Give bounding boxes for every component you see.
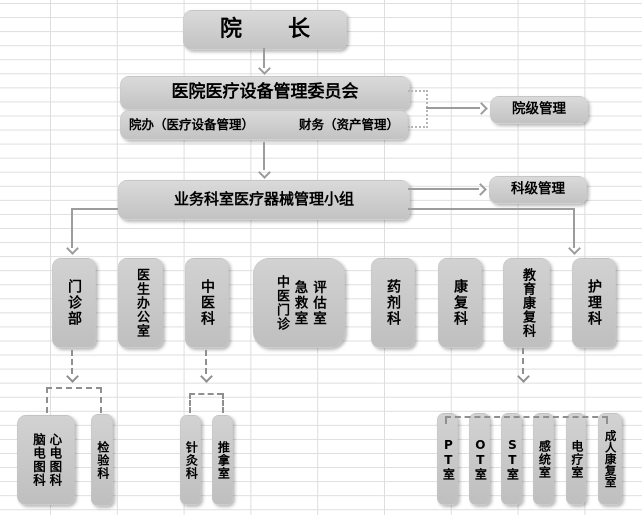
connector-group-dept-level (408, 188, 479, 190)
node-dept-level: 科级管理 (489, 176, 587, 204)
connector-edu-rehab-rail-left-stub (445, 416, 447, 424)
connector-group-left-elbow-v (71, 208, 73, 248)
connector-edu-rehab-children-h (445, 416, 608, 418)
node-tuina-label: 推拿室 (216, 440, 231, 480)
arrowhead-nursing (568, 242, 581, 255)
node-dept-edu-rehab: 教育康复科 (503, 258, 550, 348)
node-dept-nursing: 护理科 (572, 258, 616, 348)
node-dept-nursing-label: 护理科 (586, 279, 603, 327)
connector-tcm-child2-drop (222, 393, 224, 413)
node-committee-label: 医院医疗设备管理委员会 (171, 82, 359, 103)
connector-committee-bracket (408, 90, 428, 128)
node-pt-room-label: PT室 (441, 437, 456, 481)
node-adult-rehab-room-label: 成人康复室 (603, 430, 618, 488)
node-st-room: ST室 (501, 413, 522, 505)
node-adult-rehab-room: 成人康复室 (598, 413, 622, 505)
node-dept-edu-rehab-label: 教育康复科 (519, 268, 535, 338)
node-hospital-level: 院级管理 (490, 96, 588, 124)
node-eeg-ecg-group: 脑电图科 心电图科 (17, 415, 75, 505)
node-committee-sub-left-label: 院办（医疗设备管理） (129, 116, 255, 132)
node-committee-sub-right-label: 财务（资产管理） (298, 116, 399, 132)
node-electrotherapy-room: 电疗室 (566, 413, 586, 505)
node-director-label: 院 长 (220, 17, 310, 43)
node-dept-rehab-label: 康复科 (452, 279, 469, 327)
node-dept-pharmacy: 药剂科 (371, 258, 415, 348)
connector-edu-rehab-rail-right-stub (606, 416, 608, 424)
node-acupuncture: 针灸科 (180, 415, 201, 505)
connector-outpatient-children-v (71, 350, 73, 374)
connector-outpatient-children-h (46, 387, 102, 389)
node-acupuncture-label: 针灸科 (184, 440, 199, 480)
node-sensory-room-label: 感统室 (537, 439, 552, 479)
arrowhead-director-committee (258, 62, 271, 75)
node-dept-tcm-outpatient-group: 中医门诊 急救室 评估室 (253, 258, 345, 348)
connector-tcm-children-v (205, 350, 207, 374)
node-pt-room: PT室 (437, 413, 458, 505)
node-dept-doctor-office-label: 医生办公室 (133, 268, 149, 338)
node-st-room-label: ST室 (505, 437, 520, 481)
connector-group-right-elbow-v (573, 208, 575, 248)
node-dept-outpatient-label: 门诊部 (66, 279, 83, 327)
arrowhead-edu-rehab-children (517, 370, 530, 383)
node-dept-doctor-office: 医生办公室 (118, 258, 163, 348)
connector-director-committee (263, 48, 265, 68)
node-ot-room: OT室 (469, 413, 490, 505)
node-dept-level-label: 科级管理 (511, 181, 565, 198)
arrowhead-outpatient-children (66, 370, 79, 383)
node-assessment-room-label: 评估室 (309, 279, 326, 327)
connector-outpatient-child2-drop (100, 387, 102, 413)
node-emergency-room-label: 急救室 (291, 279, 308, 327)
node-dept-tcm: 中医科 (185, 258, 229, 348)
node-lab-label: 检验科 (95, 440, 110, 480)
node-tuina: 推拿室 (212, 415, 233, 505)
arrowhead-tcm-children (200, 370, 213, 383)
node-dept-rehab: 康复科 (438, 258, 482, 348)
arrowhead-hospital-level (475, 102, 488, 115)
node-group: 业务科室医疗器械管理小组 (118, 180, 410, 220)
connector-group-right-elbow-h (408, 208, 575, 210)
arrowhead-outpatient (66, 242, 79, 255)
connector-tcm-children-h (189, 393, 223, 395)
node-director: 院 长 (183, 10, 347, 50)
node-dept-outpatient: 门诊部 (52, 258, 96, 348)
connector-edu-rehab-children-v (522, 348, 524, 374)
node-committee-sub: 院办（医疗设备管理） 财务（资产管理） (120, 110, 408, 140)
arrowhead-dept-level (474, 183, 487, 196)
arrowhead-committee-group (258, 166, 271, 179)
node-group-label: 业务科室医疗器械管理小组 (173, 190, 354, 209)
node-committee: 医院医疗设备管理委员会 (120, 76, 410, 110)
node-dept-tcm-label: 中医科 (199, 279, 216, 327)
node-sensory-room: 感统室 (533, 413, 554, 505)
node-ecg-label: 心电图科 (47, 433, 63, 487)
node-ot-room-label: OT室 (473, 437, 488, 481)
node-electrotherapy-room-label: 电疗室 (569, 439, 584, 479)
connector-committee-group (263, 142, 265, 170)
node-hospital-level-label: 院级管理 (512, 101, 566, 118)
node-lab: 检验科 (91, 414, 113, 506)
connector-group-left-elbow-h (71, 208, 118, 210)
node-eeg-label: 脑电图科 (31, 433, 46, 487)
connector-outpatient-child1-drop (46, 387, 48, 413)
connector-tcm-child1-drop (189, 393, 191, 413)
connector-committee-hospital-level (426, 107, 480, 109)
node-dept-pharmacy-label: 药剂科 (385, 279, 402, 327)
node-tcm-outpatient-col-label: 中医门诊 (273, 275, 289, 331)
